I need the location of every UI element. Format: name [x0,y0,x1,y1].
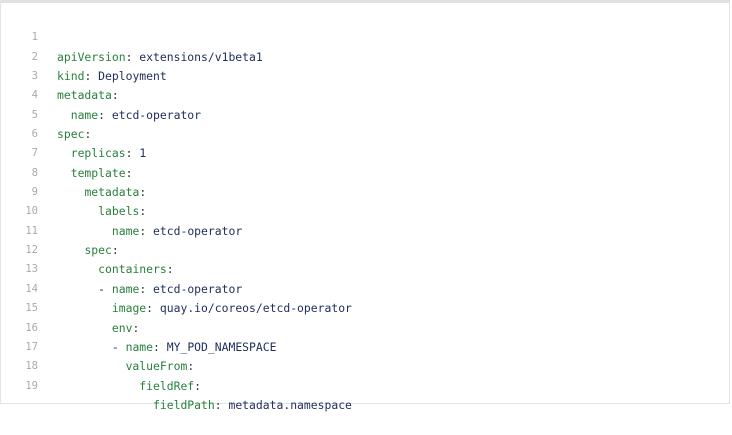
code-line-12: 12 containers: [1,222,729,276]
yaml-key: image [111,301,147,316]
line-number: 2 [31,50,38,63]
code-line-2: 2 kind: Deployment [1,28,729,83]
code-viewer: 1 apiVersion: extensions/v1beta1 2 kind:… [0,0,730,412]
yaml-key: apiVersion [57,49,126,64]
yaml-key: fieldPath [153,397,215,412]
code-text[interactable]: name: etcd-operator [111,223,243,238]
code-text[interactable]: - name: etcd-operator [98,281,243,296]
code-line-6: 6 replicas: 1 [1,106,729,160]
code-text[interactable]: image: quay.io/coreos/etcd-operator [111,301,352,316]
yaml-key: containers [98,262,167,277]
code-text[interactable]: apiVersion: extensions/v1beta1 [57,49,263,64]
yaml-key: replicas [70,146,126,161]
yaml-key: metadata [57,88,112,103]
code-line-10: 10 name: etcd-operator [1,183,729,237]
code-text[interactable]: valueFrom: [125,359,195,374]
line-number: 3 [31,70,38,83]
code-line-15: 15 env: [1,280,729,334]
code-text[interactable]: env: [111,320,140,335]
code-text[interactable]: template: [70,165,133,180]
code-line-4: 4 name: etcd-operator [1,67,729,121]
yaml-key: spec [57,127,85,142]
code-line-11: 11 spec: [1,202,729,257]
yaml-value: etcd-operator [153,223,243,238]
line-number: 9 [31,186,38,199]
list-dash: - [111,339,126,354]
line-number: 18 [25,360,38,373]
yaml-value: metadata.namespace [228,397,352,412]
line-number: 16 [25,321,38,334]
line-number: 5 [31,108,38,121]
line-number: 10 [25,205,38,218]
code-line-18: 18 fieldRef: [1,338,729,392]
line-number: 12 [25,244,38,257]
line-number: 14 [25,282,38,295]
yaml-value: quay.io/coreos/etcd-operator [159,301,352,316]
line-number: 6 [31,128,38,141]
yaml-value: Deployment [98,69,167,84]
yaml-key: name [111,281,140,296]
code-text[interactable]: name: etcd-operator [70,107,202,122]
yaml-key: name [111,223,140,238]
list-dash: - [98,281,112,296]
code-text[interactable]: kind: Deployment [57,69,167,84]
code-line-13: 13 - name: etcd-operator [1,241,729,295]
code-text[interactable]: labels: [98,204,147,219]
code-text[interactable]: metadata: [57,88,119,103]
code-text[interactable]: - name: MY_POD_NAMESPACE [111,339,277,354]
yaml-key: template [70,165,126,180]
code-line-7: 7 template: [1,125,729,179]
yaml-key: metadata [84,185,140,200]
line-number: 8 [31,166,38,179]
code-line-5: 5 spec: [1,86,729,141]
yaml-value: 1 [139,146,147,161]
line-number: 11 [25,224,38,237]
code-line-3: 3 metadata: [1,48,729,102]
yaml-key: name [125,339,154,354]
code-line-17: 17 valueFrom: [1,319,729,373]
line-number: 1 [31,31,38,44]
yaml-key: env [111,320,133,335]
code-line-1: 1 apiVersion: extensions/v1beta1 [1,9,729,63]
code-line-16: 16 - name: MY_POD_NAMESPACE [1,299,729,354]
yaml-key: labels [98,204,140,219]
line-number: 7 [31,147,38,160]
code-text[interactable]: fieldRef: [139,378,202,393]
yaml-key: kind [57,69,85,84]
yaml-key: valueFrom [125,359,188,374]
code-text[interactable]: metadata: [84,185,147,200]
code-line-8: 8 metadata: [1,144,729,199]
yaml-value: extensions/v1beta1 [139,49,263,64]
code-line-9: 9 labels: [1,164,729,218]
line-number: 15 [25,302,38,315]
code-text[interactable]: spec: [57,127,92,142]
yaml-key: name [70,107,99,122]
yaml-key: fieldRef [139,378,195,393]
code-line-19: 19 fieldPath: metadata.namespace [1,357,729,412]
yaml-key: spec [84,243,112,258]
line-number: 13 [25,263,38,276]
yaml-value: etcd-operator [111,107,202,122]
line-number: 17 [25,340,38,353]
line-number: 4 [31,89,38,102]
code-text[interactable]: containers: [98,262,174,277]
code-text[interactable]: replicas: 1 [70,146,147,161]
code-lines: 1 apiVersion: extensions/v1beta1 2 kind:… [1,9,729,412]
yaml-value: MY_POD_NAMESPACE [166,339,277,354]
code-line-14: 14 image: quay.io/coreos/etcd-operator [1,260,729,315]
line-number: 19 [25,379,38,392]
yaml-value: etcd-operator [153,281,243,296]
code-text[interactable]: spec: [84,243,119,258]
